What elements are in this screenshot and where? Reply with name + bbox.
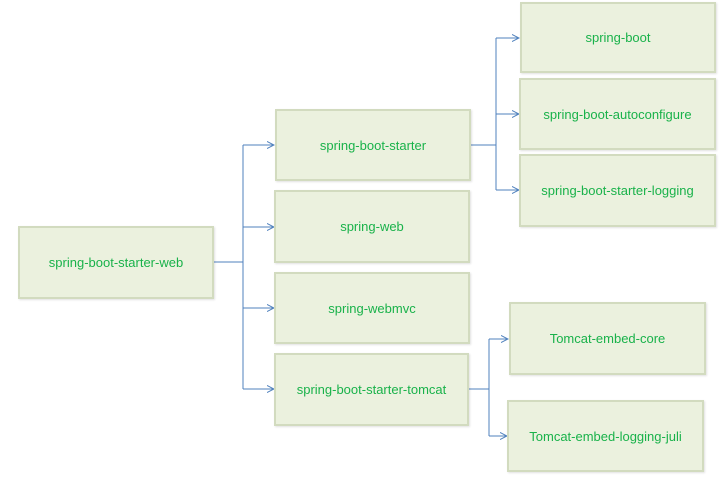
node-label: spring-boot-starter xyxy=(319,137,427,153)
connector-root-trunk xyxy=(214,145,244,389)
node-spring-boot: spring-boot xyxy=(520,2,716,73)
node-tomcat-embed-core: Tomcat-embed-core xyxy=(509,302,706,375)
node-label: spring-webmvc xyxy=(328,300,416,316)
node-label: spring-boot-autoconfigure xyxy=(543,106,692,122)
node-spring-boot-starter-logging: spring-boot-starter-logging xyxy=(519,154,716,227)
node-spring-webmvc: spring-webmvc xyxy=(274,272,470,344)
node-label: Tomcat-embed-logging-juli xyxy=(529,428,682,444)
node-spring-boot-starter-web: spring-boot-starter-web xyxy=(18,226,214,299)
node-label: spring-boot-starter-logging xyxy=(541,183,694,198)
node-spring-boot-autoconfigure: spring-boot-autoconfigure xyxy=(519,78,716,150)
node-tomcat-embed-logging-juli: Tomcat-embed-logging-juli xyxy=(507,400,704,472)
node-label: spring-web xyxy=(340,219,404,234)
node-spring-web: spring-web xyxy=(274,190,470,263)
node-spring-boot-starter-tomcat: spring-boot-starter-tomcat xyxy=(274,353,469,426)
node-label: Tomcat-embed-core xyxy=(549,331,666,346)
connector-tomcat-trunk xyxy=(469,339,490,436)
connector-starter-trunk xyxy=(471,38,497,190)
node-label: spring-boot-starter-web xyxy=(48,255,184,270)
node-spring-boot-starter: spring-boot-starter xyxy=(275,109,471,181)
node-label: spring-boot-starter-tomcat xyxy=(296,382,447,397)
node-label: spring-boot xyxy=(585,30,651,45)
